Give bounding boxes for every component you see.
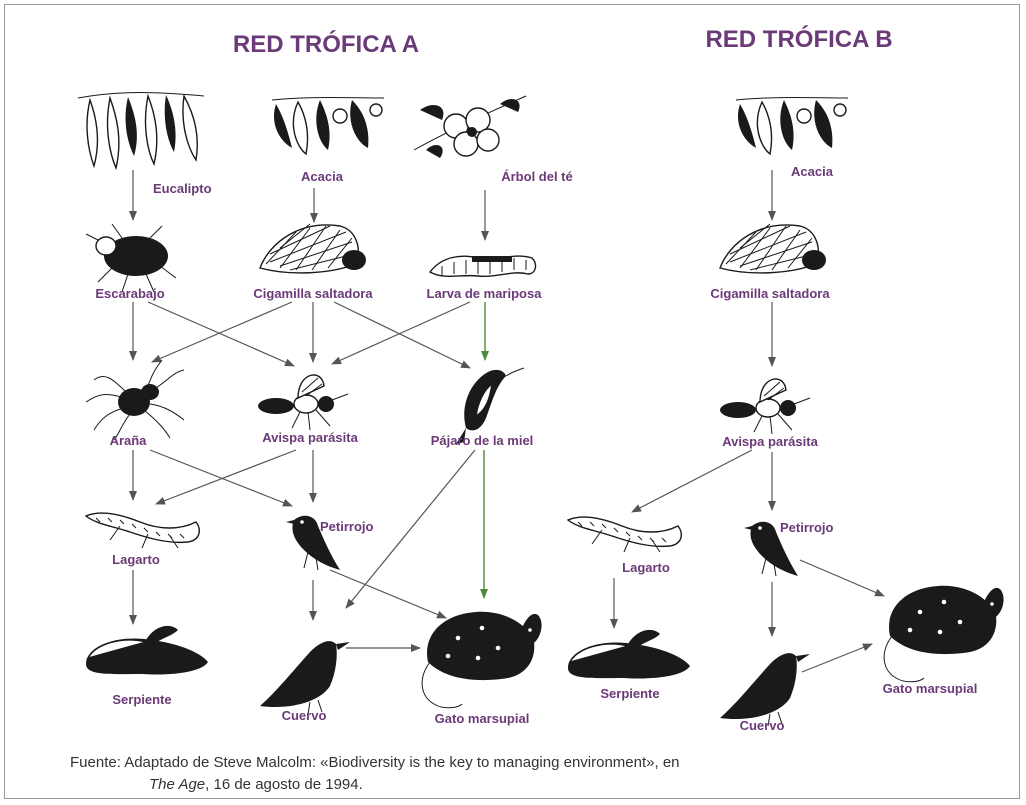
cigamilla-illustration — [260, 224, 366, 273]
label-b-acacia: Acacia — [791, 164, 834, 179]
label-pajaro: Pájaro de la miel — [431, 433, 534, 448]
source-citation: Fuente: Adaptado de Steve Malcolm: «Biod… — [70, 752, 970, 796]
label-eucalipto: Eucalipto — [153, 181, 212, 196]
b-cuervo-illustration — [720, 653, 810, 726]
escarabajo-illustration — [86, 224, 176, 292]
b-lagarto-illustration — [568, 517, 681, 552]
serpiente-illustration — [86, 626, 208, 675]
b-serpiente-illustration — [568, 630, 690, 679]
arrow-b-petirrojo-gato — [800, 560, 884, 596]
arrow-cigamilla-arana — [152, 302, 292, 362]
arrow-petirrojo-gato — [330, 570, 446, 618]
larva-illustration — [430, 256, 535, 276]
arrow-b-avispa-lagarto — [632, 450, 752, 512]
label-escarabajo: Escarabajo — [95, 286, 164, 301]
label-arana: Araña — [110, 433, 148, 448]
source-publication: The Age — [149, 776, 205, 793]
web-b-title: RED TRÓFICA B — [705, 25, 892, 53]
label-arbol-te: Árbol del té — [501, 169, 573, 184]
acacia-illustration — [272, 98, 384, 155]
source-line-1: Fuente: Adaptado de Steve Malcolm: «Biod… — [70, 752, 970, 774]
label-avispa: Avispa parásita — [262, 430, 358, 445]
label-b-lagarto: Lagarto — [622, 560, 670, 575]
label-lagarto: Lagarto — [112, 552, 160, 567]
b-avispa-illustration — [720, 379, 810, 434]
b-acacia-illustration — [736, 98, 848, 155]
label-cigamilla: Cigamilla saltadora — [253, 286, 373, 301]
label-petirrojo: Petirrojo — [320, 519, 374, 534]
arbol-te-illustration — [414, 96, 526, 158]
label-acacia: Acacia — [301, 169, 344, 184]
label-b-cigamilla: Cigamilla saltadora — [710, 286, 830, 301]
b-gato-illustration — [884, 586, 1003, 682]
label-b-gato: Gato marsupial — [883, 681, 978, 696]
source-line-2: The Age, 16 de agosto de 1994. — [70, 774, 970, 796]
arrow-b-cuervo-gato — [802, 644, 872, 672]
cuervo-illustration — [260, 641, 350, 714]
web-a-title: RED TRÓFICA A — [233, 30, 419, 58]
arrow-cigamilla-pajaro — [334, 302, 470, 368]
label-cuervo: Cuervo — [282, 708, 327, 723]
label-serpiente: Serpiente — [112, 692, 171, 707]
avispa-illustration — [258, 375, 348, 430]
source-date: , 16 de agosto de 1994. — [205, 776, 363, 793]
b-cigamilla-illustration — [720, 224, 826, 273]
label-b-petirrojo: Petirrojo — [780, 520, 834, 535]
arrow-escarabajo-avispa — [148, 302, 294, 366]
lagarto-illustration — [86, 513, 199, 548]
label-gato: Gato marsupial — [435, 711, 530, 726]
arrow-avispa-lagarto — [156, 450, 296, 504]
label-larva: Larva de mariposa — [427, 286, 543, 301]
arana-illustration — [86, 360, 184, 440]
gato-illustration — [422, 612, 541, 708]
label-b-serpiente: Serpiente — [600, 686, 659, 701]
label-b-avispa: Avispa parásita — [722, 434, 818, 449]
eucalipto-illustration — [78, 93, 204, 169]
label-b-cuervo: Cuervo — [740, 718, 785, 733]
